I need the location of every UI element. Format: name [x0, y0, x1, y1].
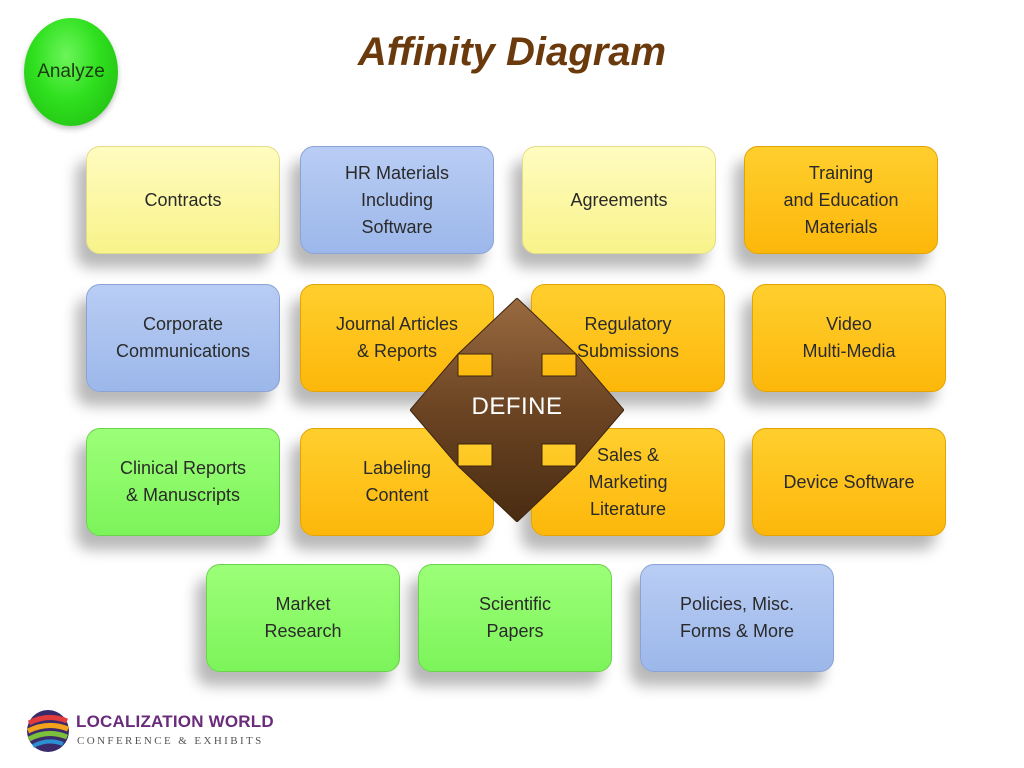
box-clinical-reports: Clinical Reports & Manuscripts	[86, 428, 280, 536]
analyze-badge: Analyze	[24, 18, 118, 126]
box-agreements: Agreements	[522, 146, 716, 254]
define-label: DEFINE	[471, 393, 563, 420]
logo-name: LOCALIZATION WORLD	[76, 712, 274, 731]
box-labeling-content: Labeling Content	[300, 428, 494, 536]
box-policies-forms: Policies, Misc. Forms & More	[640, 564, 834, 672]
box-hr-materials: HR Materials Including Software	[300, 146, 494, 254]
box-journal-articles: Journal Articles & Reports	[300, 284, 494, 392]
box-scientific-papers: Scientific Papers	[418, 564, 612, 672]
box-sales-marketing: Sales & Marketing Literature	[531, 428, 725, 536]
localization-world-logo	[26, 710, 69, 752]
box-training: Training and Education Materials	[744, 146, 938, 254]
box-device-software: Device Software	[752, 428, 946, 536]
box-market-research: Market Research	[206, 564, 400, 672]
box-contracts: Contracts	[86, 146, 280, 254]
box-regulatory-submissions: Regulatory Submissions	[531, 284, 725, 392]
box-video-multimedia: Video Multi-Media	[752, 284, 946, 392]
analyze-badge-label: Analyze	[37, 61, 105, 82]
four-way-arrow-icon	[410, 298, 624, 522]
logo-tagline: CONFERENCE & EXHIBITS	[77, 735, 264, 747]
page-title: Affinity Diagram	[357, 30, 667, 74]
box-corporate-communications: Corporate Communications	[86, 284, 280, 392]
